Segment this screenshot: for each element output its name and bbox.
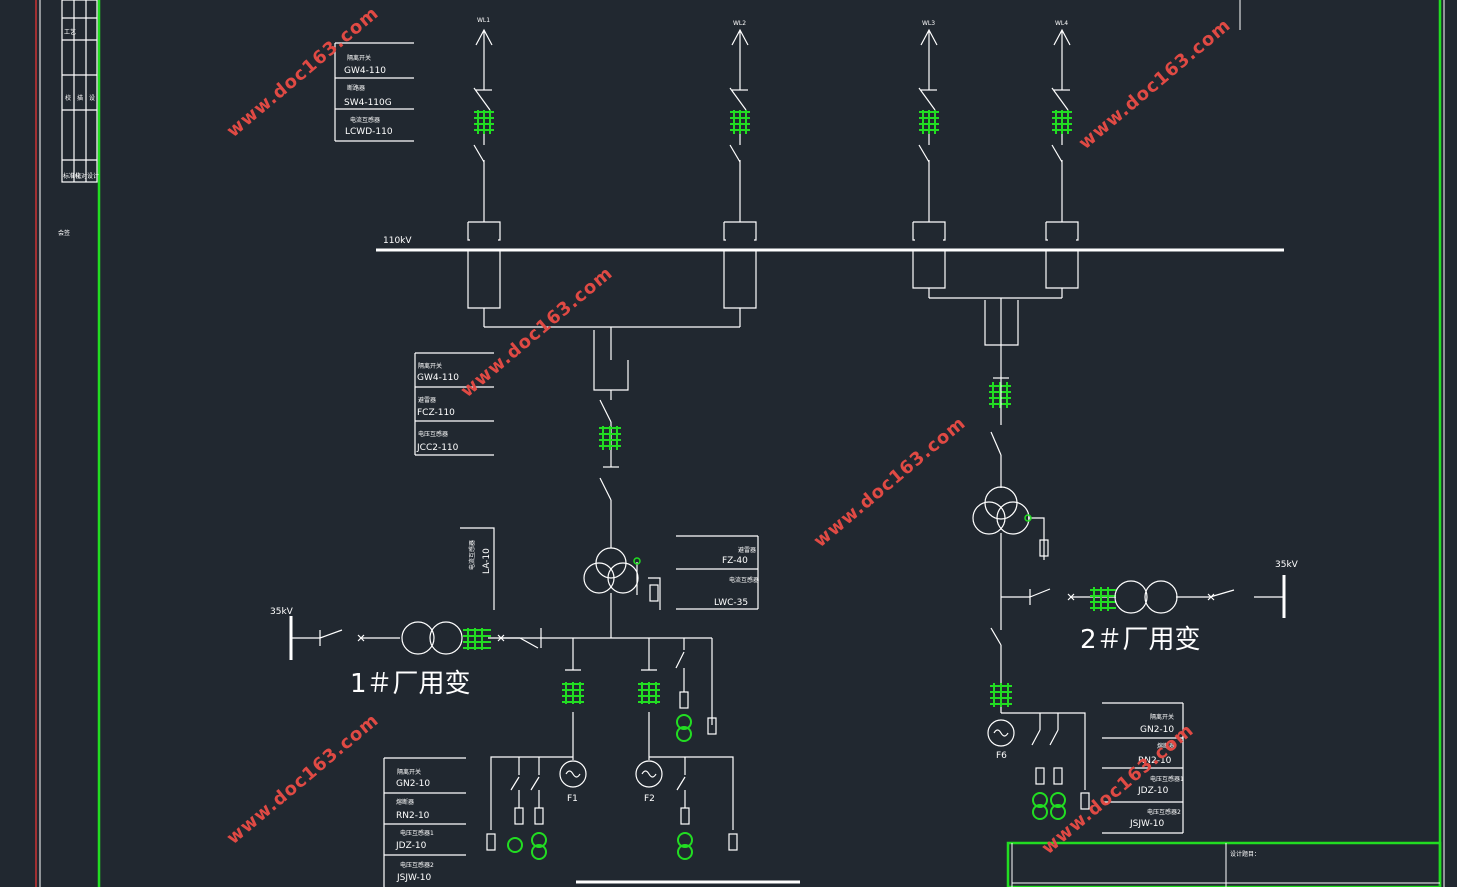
table-title: 避雷器 — [418, 396, 436, 404]
feeder-label: WL3 — [922, 20, 935, 27]
table-model: JDZ-10 — [395, 841, 427, 851]
table-title: 电压互感器2 — [1147, 808, 1181, 816]
feeder-bay: WL3 — [912, 20, 946, 298]
ct-label-vertical: 电流互感器 LA-10 — [468, 540, 492, 574]
table-model: RN2-10 — [396, 811, 430, 821]
drawing-frame — [35, 0, 1445, 887]
table-title: 电压互感器1 — [1150, 775, 1184, 783]
table-model: GW4-110 — [417, 373, 459, 383]
current-transformer-icon — [474, 110, 1072, 134]
table-title: 断路器 — [347, 84, 365, 92]
table-title: 电流互感器 — [350, 116, 380, 124]
table-model: GN2-10 — [1140, 725, 1174, 735]
feeder-label: WL2 — [733, 20, 746, 27]
table-model: SW4-110G — [344, 98, 392, 108]
table-model: JSJW-10 — [1129, 819, 1165, 829]
side-label: 设计 — [87, 172, 99, 180]
table-model: JDZ-10 — [1137, 786, 1169, 796]
table-title: 隔离开关 — [418, 362, 442, 370]
transformer-icon — [583, 547, 661, 638]
watermark-text: www.doc163.com — [1075, 15, 1235, 154]
table-title: 电压互感器2 — [400, 861, 434, 869]
transformer-label: 1＃厂用变 — [350, 669, 471, 699]
plant-transformer-2: 35kV 2＃厂用变 — [1001, 560, 1299, 655]
side-label: 校 — [65, 94, 71, 102]
equipment-table-mid: 隔离开关 GW4-110 避雷器 FCZ-110 电压互感器 JCC2-110 — [414, 352, 494, 456]
feeder-bay: WL1 — [467, 17, 501, 327]
side-label: 描 — [77, 94, 83, 102]
generator-feeders-left: F1 F2 — [486, 638, 738, 860]
table-title: 电压互感器 — [418, 430, 448, 438]
table-title: 避雷器 — [738, 546, 756, 554]
generator-label: F6 — [996, 751, 1007, 761]
table-model: FCZ-110 — [417, 408, 455, 418]
side-label: 校对 — [75, 172, 87, 180]
table-title: 熔断器 — [396, 798, 414, 806]
equipment-table-bottom-left: 隔离开关 GN2-10 熔断器 RN2-10 电压互感器1 JDZ-10 电压互… — [383, 757, 466, 887]
table-model: GW4-110 — [344, 66, 386, 76]
table-model: FZ-40 — [722, 556, 748, 566]
table-model: LWC-35 — [714, 598, 748, 608]
table-title: 熔断器 — [1157, 742, 1175, 750]
table-title: 电流互感器 — [468, 540, 476, 570]
feeder-bay: WL2 — [723, 20, 757, 327]
bus-label: 35kV — [1275, 560, 1299, 570]
side-column-table: 工艺 校 描 设 标准化 校对 设计 会签 — [58, 0, 99, 237]
generator-label: F1 — [567, 794, 578, 804]
bus-coupler-right — [929, 297, 1062, 488]
table-model: JCC2-110 — [416, 443, 459, 453]
transformer-label: 2＃厂用变 — [1080, 625, 1201, 655]
bus-10kv-left — [500, 628, 712, 648]
equipment-table-arrester: 避雷器 FZ-40 电流互感器 LWC-35 — [676, 535, 759, 610]
bus-label: 35kV — [270, 607, 294, 617]
bus-coupler-left — [484, 326, 740, 548]
feeder-label: WL1 — [477, 17, 490, 24]
table-model: LCWD-110 — [345, 127, 393, 137]
table-model: RN2-10 — [1138, 756, 1172, 766]
transformer-icon — [972, 486, 1049, 630]
side-label: 设 — [89, 94, 95, 102]
equipment-table-top: 隔离开关 GW4-110 断路器 SW4-110G 电流互感器 LCWD-110 — [334, 42, 414, 142]
equipment-table-bottom-right: 隔离开关 GN2-10 熔断器 RN2-10 电压互感器1 JDZ-10 电压互… — [1102, 702, 1184, 834]
table-model: JSJW-10 — [396, 873, 432, 883]
generator-feeder-right: F6 — [987, 627, 1090, 820]
watermark-text: www.doc163.com — [457, 263, 617, 402]
plant-transformer-1: 35kV 1＃厂用变 — [270, 527, 539, 699]
side-label: 会签 — [58, 229, 70, 237]
watermark-text: www.doc163.com — [1038, 720, 1198, 859]
table-title: 隔离开关 — [397, 768, 421, 776]
busbar-110kv: 110kV — [376, 236, 1284, 252]
feeder-bay: WL4 — [1045, 20, 1079, 298]
title-block: 设计题目： — [1006, 841, 1442, 887]
generator-label: F2 — [644, 794, 655, 804]
feeder-label: WL4 — [1055, 20, 1068, 27]
table-title: 电压互感器1 — [400, 829, 434, 837]
side-label: 工艺 — [64, 28, 76, 36]
table-model: GN2-10 — [396, 779, 430, 789]
title-block-label: 设计题目： — [1230, 850, 1260, 858]
table-title: 隔离开关 — [1150, 713, 1174, 721]
table-title: 电流互感器 — [729, 576, 759, 584]
side-label: 标准化 — [63, 172, 81, 180]
watermark-text: www.doc163.com — [810, 413, 970, 552]
bus-label: 110kV — [383, 236, 412, 246]
table-model: LA-10 — [482, 548, 492, 574]
watermark-text: www.doc163.com — [223, 710, 383, 849]
table-title: 隔离开关 — [347, 54, 371, 62]
